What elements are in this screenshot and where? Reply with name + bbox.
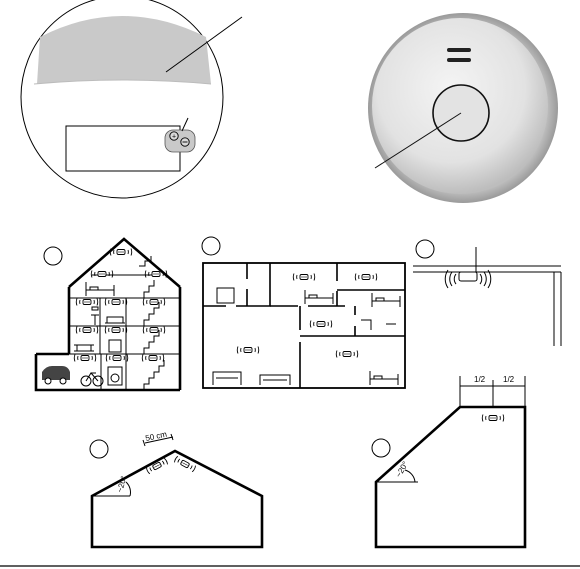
bed-icon [86, 282, 114, 296]
lamp-icon [91, 307, 99, 325]
panel-4-marker [372, 439, 390, 457]
table-icon [74, 345, 94, 351]
floor-plan-walls [203, 263, 270, 306]
svg-text:+: + [172, 134, 176, 141]
sound-wave-left-icon [445, 270, 456, 288]
detector-symbol [76, 299, 97, 306]
detector-symbol [293, 274, 314, 281]
panel-corner-marker [416, 240, 434, 258]
dining-table-icon [213, 372, 241, 385]
room-profile-pitched [92, 451, 262, 547]
half-label-right: 1/2 [503, 375, 515, 384]
label-area [66, 126, 180, 171]
detector-symbol [482, 415, 503, 422]
detector-symbol [106, 355, 127, 362]
detector-back-view: + [21, 0, 242, 198]
house-roof [69, 239, 180, 287]
bed-icon [370, 371, 398, 385]
car-icon [42, 366, 70, 380]
detector-symbol [355, 274, 376, 281]
panel-2-marker [202, 237, 220, 255]
mounted-detector-icon [459, 272, 477, 281]
detector-symbol [336, 351, 357, 358]
battery-terminal-block [165, 130, 195, 152]
detector-symbol [237, 347, 258, 354]
panel-1-house-placement [36, 239, 180, 390]
sound-wave-right-icon [480, 270, 491, 288]
sofa-icon [105, 317, 125, 323]
floor-plan-outline [203, 263, 405, 388]
panel-4-sloped-ceiling: 1/2 1/2 ~20° [372, 375, 525, 547]
detector-symbol [310, 321, 331, 328]
detector-symbol [174, 456, 196, 472]
detector-symbol [143, 299, 164, 306]
panel-3-marker [90, 440, 108, 458]
half-label-left: 1/2 [474, 375, 486, 384]
half-dimension-lines [460, 376, 525, 407]
stove-icon [109, 340, 121, 352]
detector-symbol [105, 327, 126, 334]
panel-2-floor-plan [202, 237, 405, 388]
stairs-2 [139, 302, 159, 326]
detector-symbol [91, 271, 112, 278]
detector-symbol [143, 327, 164, 334]
ceiling-lines [413, 266, 561, 272]
sofa-icon [260, 375, 290, 385]
detector-front-view [368, 13, 558, 203]
panel-1-marker [44, 247, 62, 265]
detector-symbol [74, 355, 95, 362]
stairs-3 [139, 330, 159, 354]
angle-label-3: ~20° [115, 475, 128, 494]
stairs-1 [139, 280, 154, 298]
detector-symbol [105, 299, 126, 306]
stairs-4 [139, 360, 164, 390]
panel-corner-detail [413, 240, 561, 346]
detector-symbol [142, 355, 163, 362]
bed-icon [305, 290, 333, 304]
panel-3-pitched-roof: ~20° 50 cm [90, 430, 262, 547]
wall-lines [476, 247, 561, 346]
bed-icon [372, 293, 400, 307]
stove-icon [217, 288, 234, 303]
detector-symbol [76, 327, 97, 334]
bathroom-icon [361, 320, 396, 330]
